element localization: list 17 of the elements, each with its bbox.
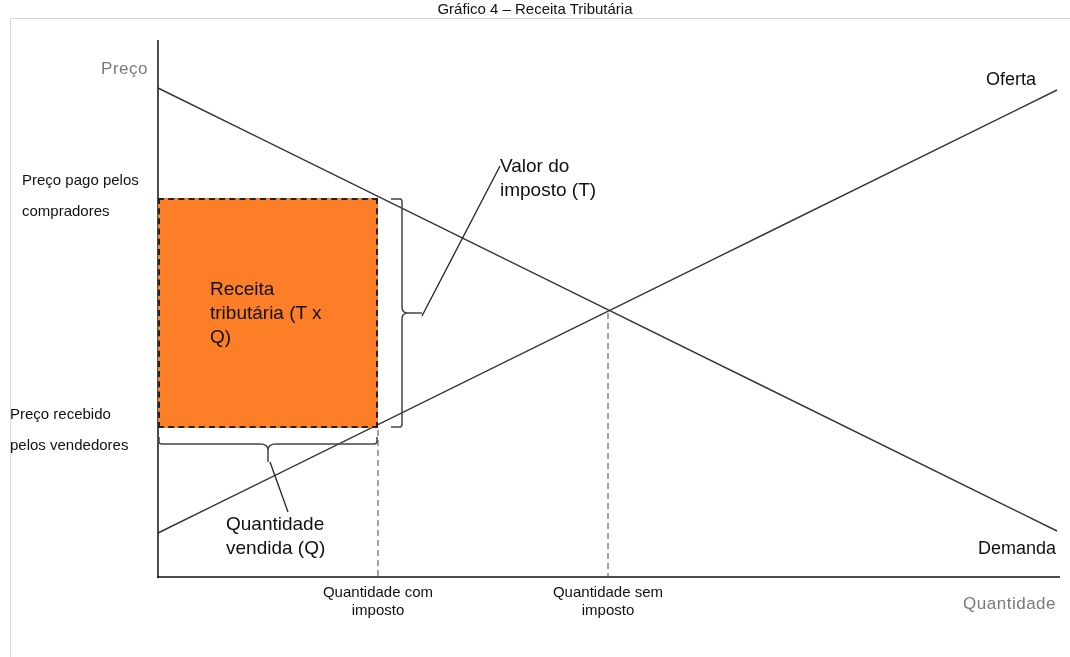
axis-label: Preço [100, 60, 148, 78]
chart-label: Quantidade sem imposto [551, 583, 665, 619]
chart-label: Preço pago pelos compradores [22, 170, 140, 221]
chart-label: Demanda [976, 539, 1056, 557]
leader-line [269, 461, 289, 513]
brace-bracket [390, 198, 422, 428]
chart-label: Quantidade com imposto [321, 583, 435, 619]
chart-title: Gráfico 4 – Receita Tributária [436, 0, 634, 17]
area-label: Receita tributária (T x Q) [210, 277, 323, 349]
tax-revenue-area [158, 198, 378, 428]
callout-text: Quantidade vendida (Q) [226, 512, 366, 560]
axis-label: Quantidade [962, 595, 1056, 613]
chart-label: Oferta [984, 70, 1036, 88]
callout-text: Valor do imposto (T) [500, 154, 630, 202]
chart-label: Preço recebido pelos vendedores [10, 404, 130, 455]
brace-bracket [158, 436, 378, 462]
leader-line [421, 165, 501, 317]
